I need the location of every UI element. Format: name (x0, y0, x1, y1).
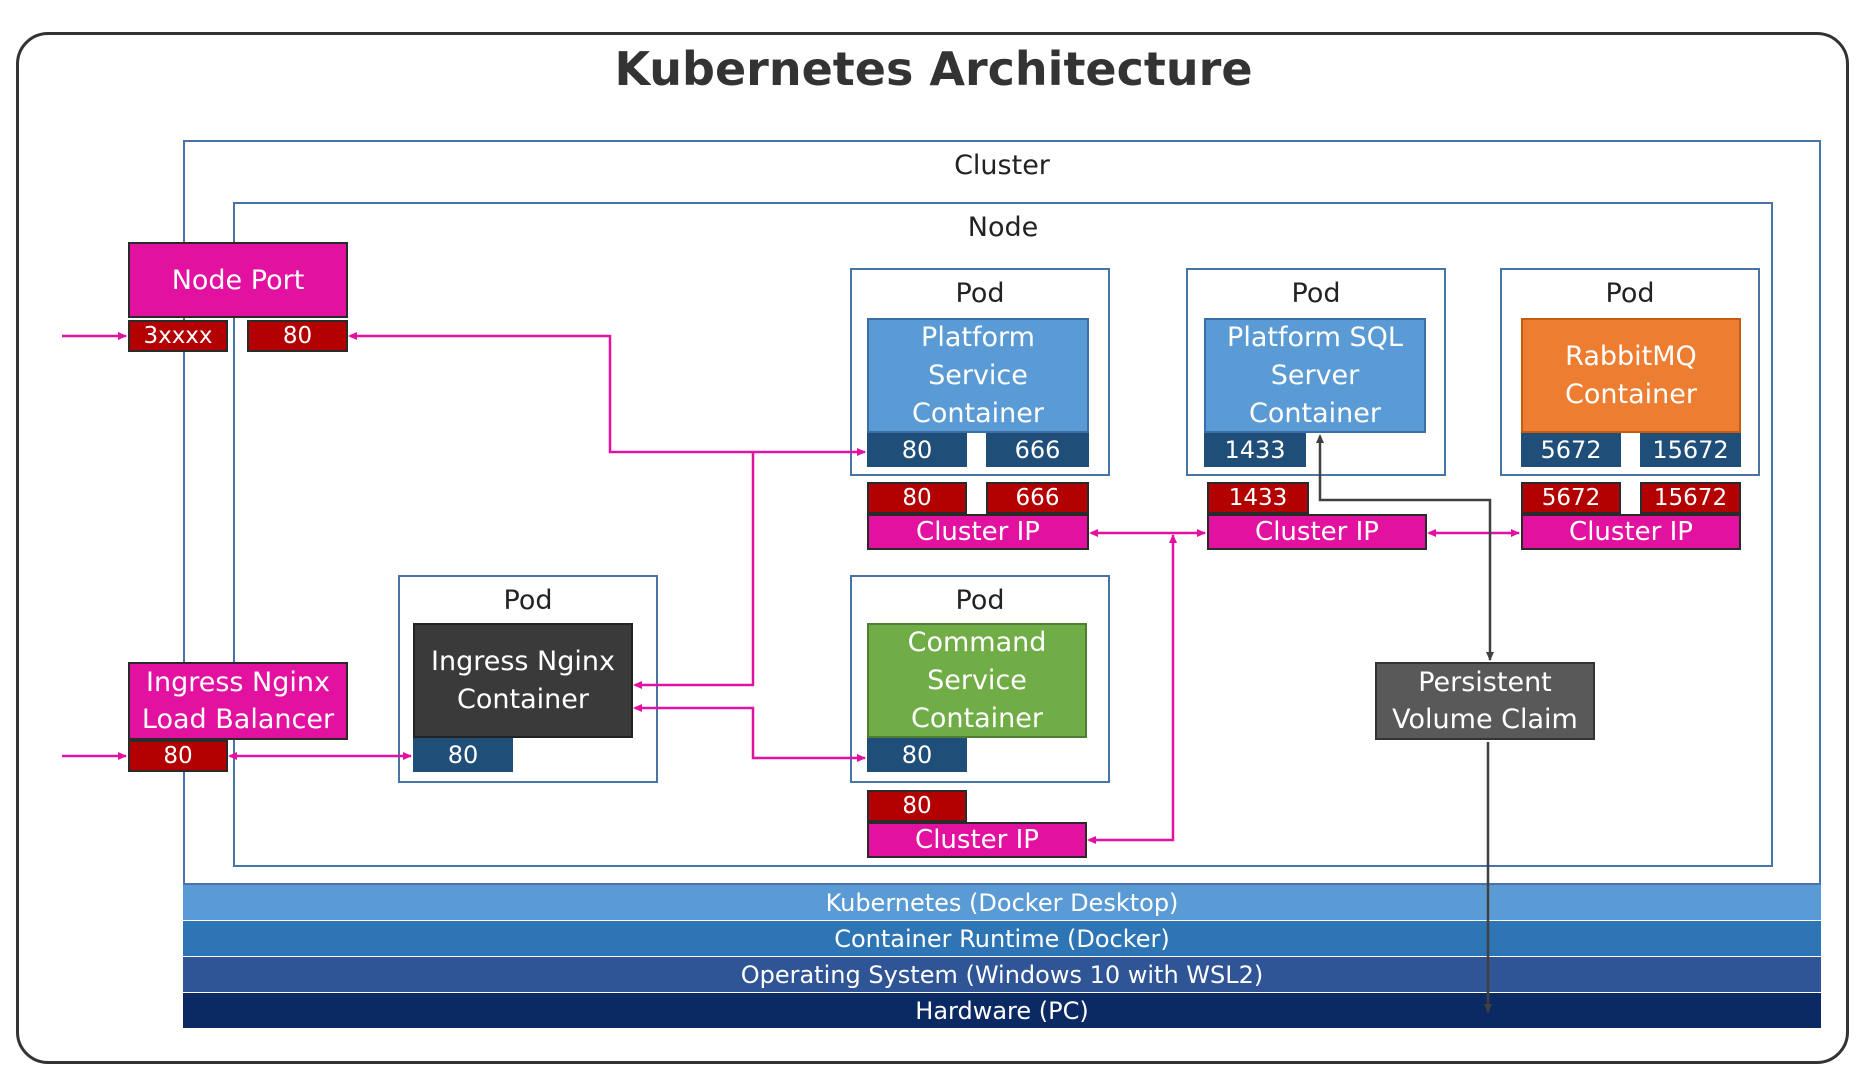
pod-platform-sql-label: Pod (1291, 278, 1341, 309)
sql-container-port-1433: 1433 (1204, 433, 1306, 467)
layer-hardware: Hardware (PC) (183, 993, 1821, 1028)
ingress-container-port-80: 80 (413, 738, 513, 772)
ingress-nginx-container: Ingress Nginx Container (413, 623, 633, 738)
rabbitmq-container-port-5672: 5672 (1521, 433, 1621, 467)
ingress-to-command-link (633, 704, 866, 762)
pod-rabbitmq-label: Pod (1605, 278, 1655, 309)
platform-container-port-80: 80 (867, 433, 967, 467)
rabbitmq-cluster-ip: Cluster IP (1521, 514, 1741, 550)
layer-operating-system: Operating System (Windows 10 with WSL2) (183, 957, 1821, 992)
command-cluster-ip: Cluster IP (867, 822, 1087, 858)
ingress-load-balancer-port: 80 (128, 740, 228, 772)
platform-service-port-80: 80 (867, 482, 967, 514)
platform-sql-container: Platform SQL Server Container (1204, 318, 1426, 433)
persistent-volume-claim: Persistent Volume Claim (1375, 662, 1595, 740)
pod-command-service-label: Pod (955, 585, 1005, 616)
platform-service-port-666: 666 (986, 482, 1089, 514)
platform-container-port-666: 666 (986, 433, 1089, 467)
platform-cluster-ip: Cluster IP (867, 514, 1089, 550)
command-ip-to-bus-link (1087, 534, 1177, 844)
ingress-to-platform-link (633, 452, 755, 689)
node-port-external-port: 3xxxx (128, 320, 228, 352)
cluster-label: Cluster (954, 150, 1050, 181)
pod-platform-service-label: Pod (955, 278, 1005, 309)
ingress-load-balancer-box: Ingress Nginx Load Balancer (128, 662, 348, 740)
node-port-internal-port: 80 (247, 320, 348, 352)
command-container-port-80: 80 (867, 738, 967, 772)
layer-container-runtime: Container Runtime (Docker) (183, 921, 1821, 956)
pod-ingress-nginx-label: Pod (503, 585, 553, 616)
rabbitmq-service-port-5672: 5672 (1521, 482, 1621, 514)
command-service-port-80: 80 (867, 790, 967, 822)
node-port-box: Node Port (128, 242, 348, 318)
sql-service-port-1433: 1433 (1207, 482, 1309, 514)
node-label: Node (967, 212, 1039, 243)
layer-kubernetes: Kubernetes (Docker Desktop) (183, 885, 1821, 920)
node-port-to-platform-link (348, 332, 866, 456)
sql-to-pvc-link (1316, 434, 1494, 661)
rabbitmq-container-port-15672: 15672 (1640, 433, 1741, 467)
rabbitmq-container: RabbitMQ Container (1521, 318, 1741, 433)
command-service-container: Command Service Container (867, 623, 1087, 738)
rabbitmq-service-port-15672: 15672 (1640, 482, 1741, 514)
platform-service-container: Platform Service Container (867, 318, 1089, 433)
diagram-title: Kubernetes Architecture (614, 42, 1253, 96)
